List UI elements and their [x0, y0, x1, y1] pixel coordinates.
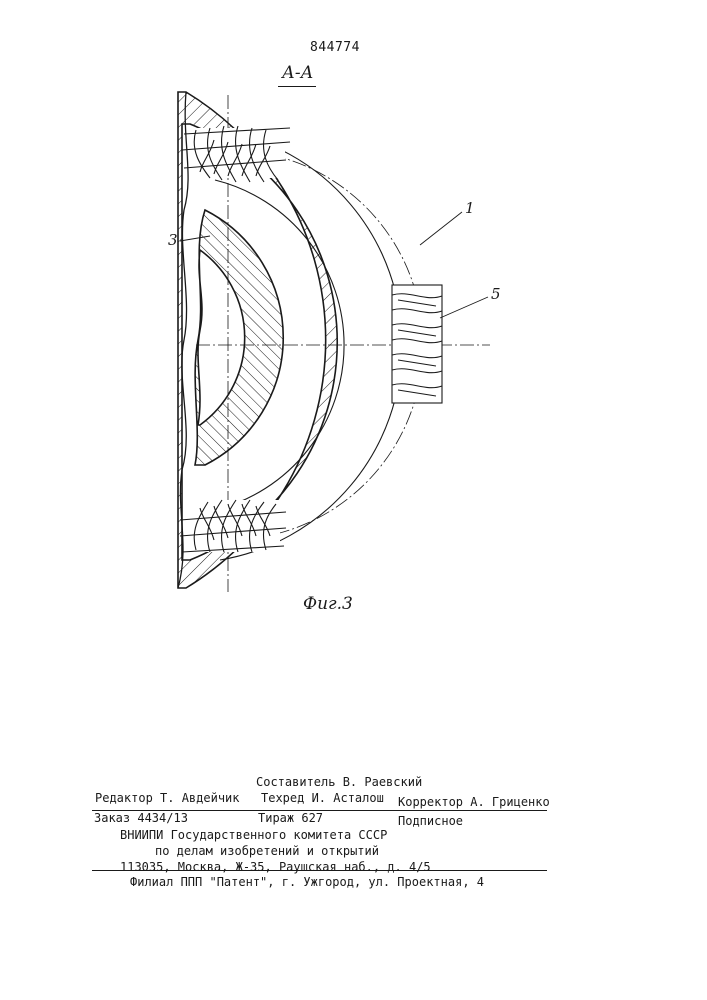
imprint-org-line-2: по делам изобретений и открытий	[155, 844, 379, 858]
coil-spring-bottom	[180, 500, 286, 552]
imprint-circulation: Тираж 627	[258, 811, 323, 825]
imprint-compiler: Составитель В. Раевский	[256, 775, 422, 789]
cross-section-drawing	[0, 0, 707, 700]
coil-spring-top	[182, 126, 290, 182]
leader-part-1	[420, 212, 462, 245]
callout-part-5: 5	[491, 285, 501, 303]
imprint-org-line-1: ВНИИПИ Государственного комитета СССР	[120, 828, 387, 842]
imprint-corrector: Корректор А. Гриценко	[398, 795, 550, 809]
hatched-inner-hub	[195, 210, 283, 465]
leader-part-5	[440, 297, 488, 318]
imprint-subscription: Подписное	[398, 814, 463, 828]
imprint-rule-bottom	[92, 870, 547, 871]
imprint-tech-editor: Техред И. Асталош	[261, 791, 384, 805]
imprint-order: Заказ 4434/13	[94, 811, 188, 825]
callout-part-3: 3	[168, 231, 178, 249]
figure-label: Фиг.3	[303, 594, 353, 614]
imprint-branch: Филиал ППП "Патент", г. Ужгород, ул. Про…	[130, 875, 484, 889]
imprint-org-line-3: 113035, Москва, Ж-35, Раушская наб., д. …	[120, 860, 431, 874]
imprint-editor: Редактор Т. Авдейчик	[95, 791, 240, 805]
callout-part-1: 1	[465, 199, 475, 217]
coil-spring-right	[392, 285, 442, 403]
